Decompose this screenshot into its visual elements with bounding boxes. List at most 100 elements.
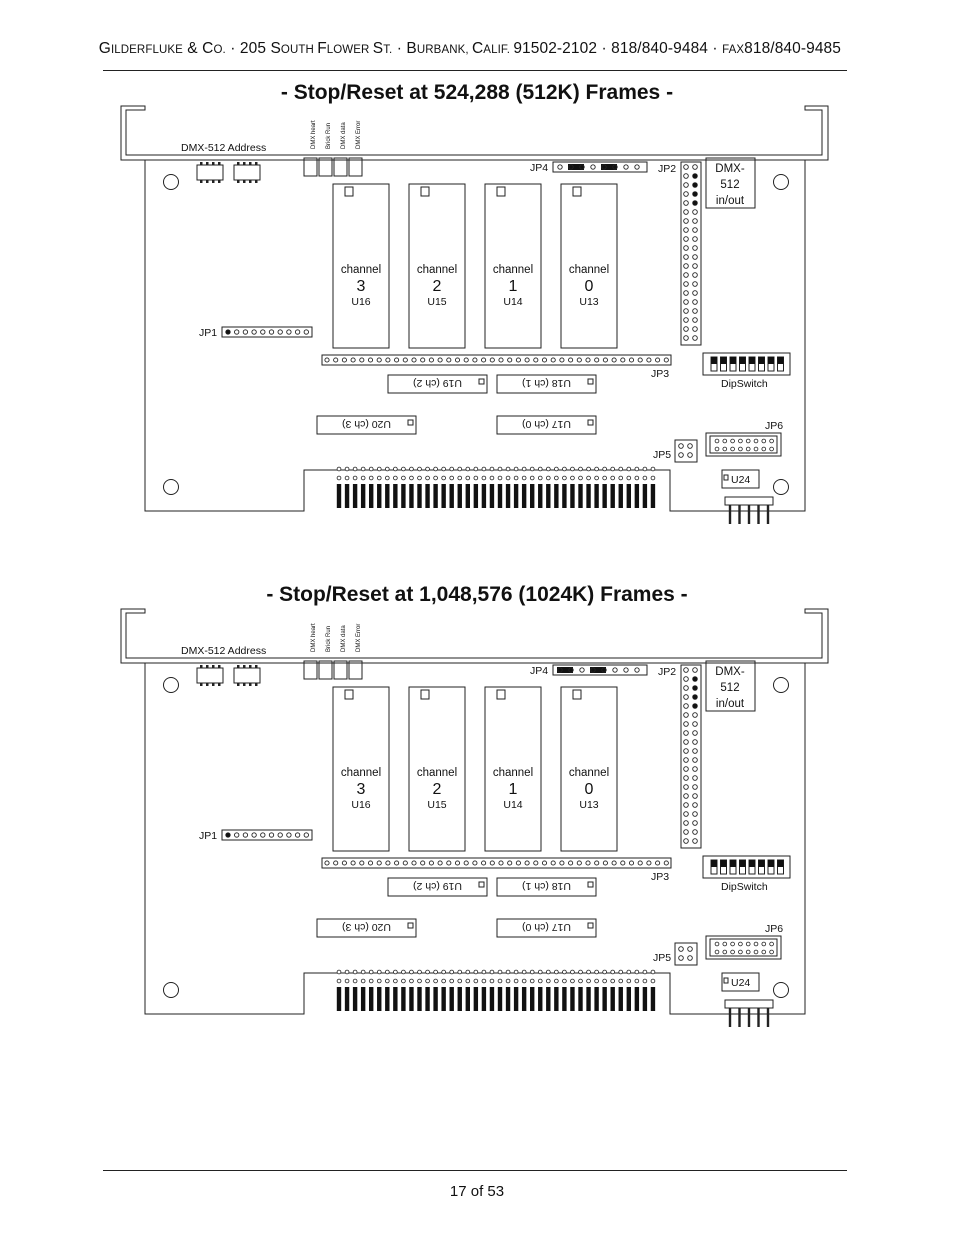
edge-via [368,475,374,481]
jp6-label: JP6 [765,923,783,935]
edge-via [368,466,374,472]
edge-via [401,969,406,975]
jp3-pin [498,357,504,363]
edge-via [545,475,551,481]
edge-via [384,978,390,984]
edge-finger [497,987,503,1011]
edge-finger [538,987,543,1011]
edge-via [578,978,583,984]
edge-finger [578,484,583,508]
edge-via [417,466,422,472]
jp2-pin [692,757,698,763]
jp4-jumper [590,667,606,673]
edge-finger [401,987,406,1011]
edge-finger [634,987,640,1011]
jp3-pin [550,860,556,866]
jp3-pin [463,357,469,363]
edge-via [513,475,519,481]
chip-ref: U16 [351,296,370,308]
edge-via [489,475,495,481]
jp1-pin [303,329,309,335]
led-dmx-data-icon [333,660,348,680]
dipswitch [702,352,791,376]
jp3-header [321,354,672,366]
edge-via [336,969,342,975]
jp1-pin [242,329,249,335]
jp2-pin [683,209,689,215]
edge-via [425,475,430,481]
edge-via [384,969,390,975]
jp3-pin [559,357,565,363]
jp2-pin [692,766,698,772]
jp3-pin [585,860,591,866]
jp1-pin [234,832,240,838]
led-dmx-data-icon [333,157,348,177]
jp3-pin [437,860,443,866]
edge-via [537,978,543,984]
jp2-pin [692,182,698,188]
dip-lever [711,860,717,867]
jp2-pin [683,335,689,341]
u24-regulator [721,469,760,489]
jp3-pin [568,357,574,363]
edge-finger [505,987,511,1011]
edge-via [401,978,406,984]
jp2-pin [683,254,689,260]
edge-finger [433,987,438,1011]
jp3-pin [515,860,521,866]
jp2-pin [692,820,698,826]
edge-via [360,978,366,984]
jp3-pin [341,860,347,866]
jp2-pin [683,164,689,170]
jp3-pin [568,860,574,866]
channel-number: 2 [433,278,442,295]
channel-number: 0 [585,278,594,295]
edge-finger [554,484,559,508]
edge-via [336,466,342,472]
edge-via [521,978,527,984]
jp3-pin [663,860,669,866]
jp1-pin [277,329,283,335]
edge-via [545,978,551,984]
edge-via [642,978,648,984]
edge-finger [344,484,350,508]
jp4-pin [634,164,640,170]
edge-finger [425,484,430,508]
edge-via [393,466,398,472]
jp3-pin [541,357,548,363]
edge-via [425,466,430,472]
jp3-pin [481,860,487,866]
jp2-pin [683,838,689,844]
dmx-port-label: in/out [716,698,745,710]
edge-finger [626,987,631,1011]
edge-finger [481,484,487,508]
jp5-pin [678,946,684,952]
edge-via [650,466,656,472]
edge-finger [352,484,358,508]
edge-via [513,969,519,975]
edge-via [505,475,511,481]
jp2-pin [692,721,698,727]
edge-via [618,978,624,984]
u24-tab [724,496,774,506]
dip-lever [711,357,717,364]
edge-via [376,466,382,472]
jp3-pin [385,357,391,363]
jp1-pin [242,832,249,838]
jp3-pin [620,860,626,866]
edge-via [634,475,640,481]
edge-finger [650,987,656,1011]
jp1-label: JP1 [199,327,217,339]
chip-ref: U16 [351,799,370,811]
edge-via [433,969,438,975]
jp3-pin [628,860,635,866]
channel-number: 3 [357,278,366,295]
led-dmx-error-icon [348,157,363,177]
ic-u18: U18 (ch 1) [496,877,597,897]
jp3-pin [472,357,478,363]
jp3-pin [402,860,408,866]
edge-via [336,475,342,481]
